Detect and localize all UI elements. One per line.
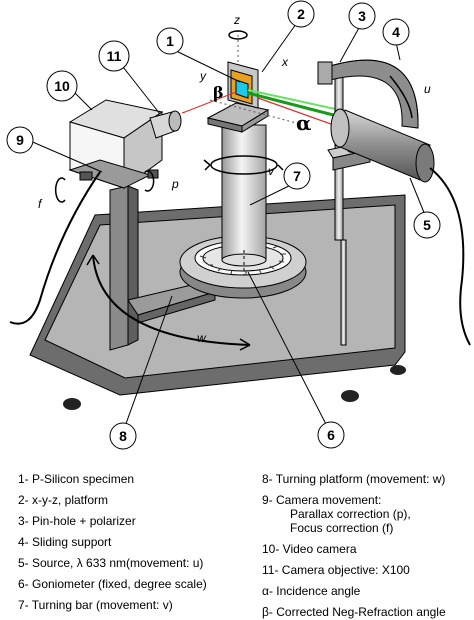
legend-item-11: 11- Camera objective: X100 [262,563,410,577]
label-alpha: α [296,111,311,135]
svg-text:2: 2 [297,6,305,22]
label-y: y [199,69,207,83]
legend-item-1: 1- P-Silicon specimen [18,472,135,486]
svg-text:11: 11 [107,48,122,64]
callout-2: 2 [287,0,315,28]
label-w: w [197,331,207,345]
turning-column [221,124,267,275]
svg-text:9: 9 [16,132,24,148]
legend-item-9-parallax: Parallax correction (p), [290,507,411,521]
svg-text:10: 10 [54,78,70,94]
legend-item-6: 6- Goniometer (fixed, degree scale) [18,577,207,591]
specimen [230,69,253,105]
svg-text:8: 8 [119,428,127,444]
svg-text:6: 6 [327,427,335,443]
svg-text:4: 4 [392,24,400,40]
callout-4: 4 [382,18,410,46]
apparatus-diagram: 1 2 3 4 5 6 7 8 9 10 11 z y x u v [6,0,471,450]
callout-5: 5 [413,211,441,239]
legend-item-8: 8- Turning platform (movement: w) [262,472,446,486]
sliding-support [317,59,419,129]
dashed-guides [209,30,301,125]
legend-item-beta: β- Corrected Neg-Refraction angle [262,605,446,619]
callout-7: 7 [283,162,311,190]
legend-item-4: 4- Sliding support [18,535,112,549]
video-camera [9,99,182,325]
svg-text:1: 1 [166,33,174,49]
svg-text:3: 3 [358,8,366,24]
legend-item-9-focus: Focus correction (f) [290,521,394,535]
legend: 1- P-Silicon specimen 2- x-y-z, platform… [0,462,474,620]
callout-8: 8 [109,422,137,450]
legend-item-10: 10- Video camera [262,542,357,556]
turning-bar-l [109,185,217,351]
rotation-arrows [54,30,413,351]
label-beta: β [213,83,224,102]
callout-6: 6 [317,421,345,449]
legend-item-5: 5- Source, λ 633 nm(movement: u) [18,556,204,570]
callout-1: 1 [156,27,184,55]
legend-item-7: 7- Turning bar (movement: v) [18,598,173,612]
callout-11: 11 [98,40,130,72]
legend-item-2: 2- x-y-z, platform [18,493,109,507]
callout-3: 3 [348,2,376,30]
label-z: z [233,13,240,27]
svg-text:7: 7 [293,168,301,184]
laser-source [330,108,471,346]
base-plate [29,194,406,410]
label-p: p [171,177,179,191]
callout-10: 10 [46,70,78,102]
label-u: u [424,82,431,96]
label-v: v [268,164,275,178]
label-x: x [281,55,289,69]
legend-item-9: 9- Camera movement: [262,493,382,507]
legend-item-alpha: α- Incidence angle [262,584,361,598]
svg-text:5: 5 [423,217,431,233]
legend-item-3: 3- Pin-hole + polarizer [18,514,136,528]
label-f: f [38,197,43,211]
callout-9: 9 [6,126,34,154]
